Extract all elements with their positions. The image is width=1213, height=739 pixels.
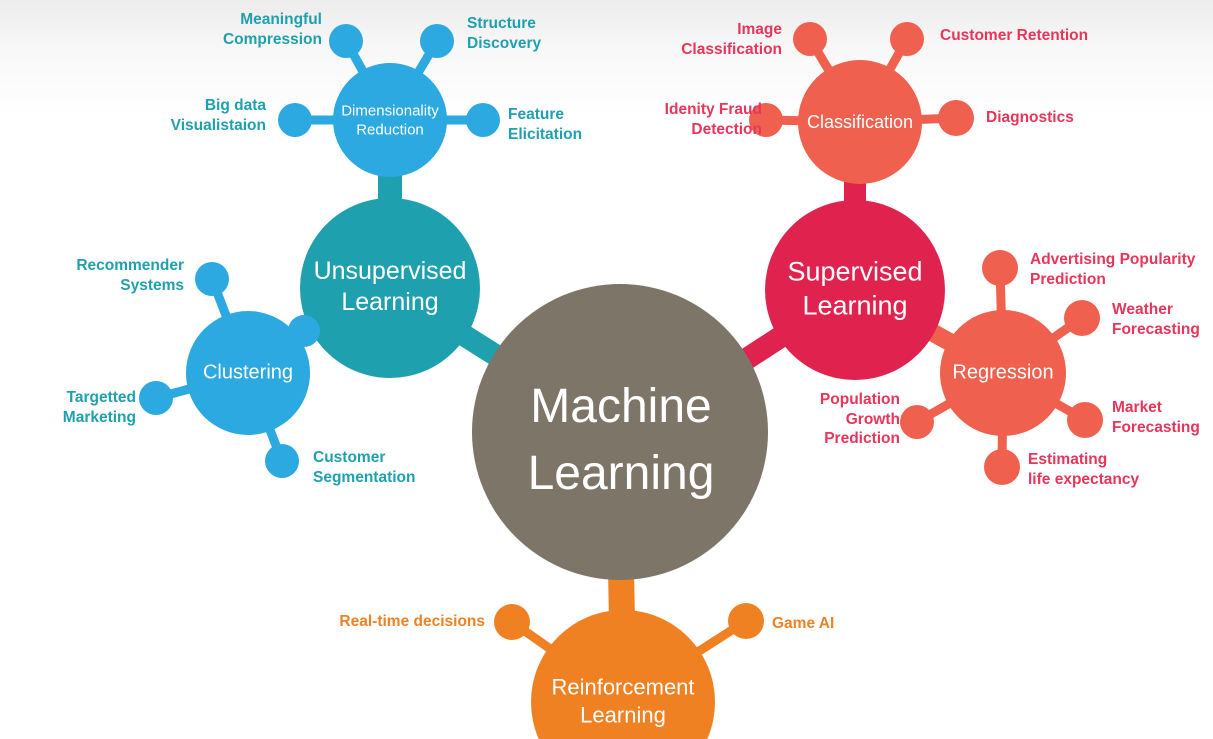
regression-node [940, 310, 1066, 436]
dimensionality-reduction-node [333, 63, 447, 177]
label-advertising-popularity-prediction: Advertising Popularity Prediction [1030, 251, 1196, 288]
label-weather-forecasting: Weather Forecasting [1112, 301, 1200, 338]
supervised-learning-label: Supervised Learning [787, 256, 923, 320]
label-customer-segmentation: Customer Segmentation [313, 449, 416, 486]
label-recommender-systems: Recommender Systems [76, 257, 184, 294]
clustering-node [186, 311, 310, 435]
label-game-ai: Game AI [772, 615, 835, 632]
label-idenity-fraud-detection: Idenity Fraud Detection [664, 101, 762, 138]
label-big-data-visualistaion: Big data Visualistaion [170, 97, 266, 134]
label-real-time-decisions: Real-time decisions [339, 613, 485, 630]
label-image-classification: Image Classification [681, 21, 782, 58]
orange-satellite-knobs [494, 603, 764, 640]
label-feature-elicitation: Feature Elicitation [508, 106, 583, 143]
machine-learning-label: Machine Learning [527, 379, 715, 500]
label-structure-discovery: Structure Discovery [467, 15, 542, 52]
regression-label: Regression [952, 361, 1054, 384]
machine-learning-node [472, 284, 768, 580]
dimensionality-reduction-label: Dimensionality Reduction [341, 102, 439, 138]
unsupervised-learning-node [300, 198, 480, 378]
reinforcement-learning-label: Reinforcement Learning [551, 674, 695, 728]
classification-node [798, 60, 922, 184]
reinforcement-learning-node [531, 610, 715, 739]
supervised-learning-node [765, 200, 945, 380]
label-targetted-marketing: Targetted Marketing [62, 389, 136, 426]
label-meaningful-compression: Meaningful Compression [222, 11, 322, 48]
clustering-label: Clustering [202, 361, 294, 384]
blue-satellite-knobs [139, 24, 500, 478]
label-diagnostics: Diagnostics [986, 109, 1074, 126]
label-customer-retention: Customer Retention [940, 27, 1089, 44]
label-estimating-life-expectancy: Estimating life expectancy [1028, 451, 1140, 488]
label-market-forecasting: Market Forecasting [1112, 399, 1200, 436]
salmon-satellite-knobs [749, 22, 1103, 485]
label-population-growth-prediction: Population Growth Prediction [819, 391, 900, 448]
classification-label: Classification [806, 111, 914, 132]
unsupervised-learning-label: Unsupervised Learning [313, 256, 467, 316]
